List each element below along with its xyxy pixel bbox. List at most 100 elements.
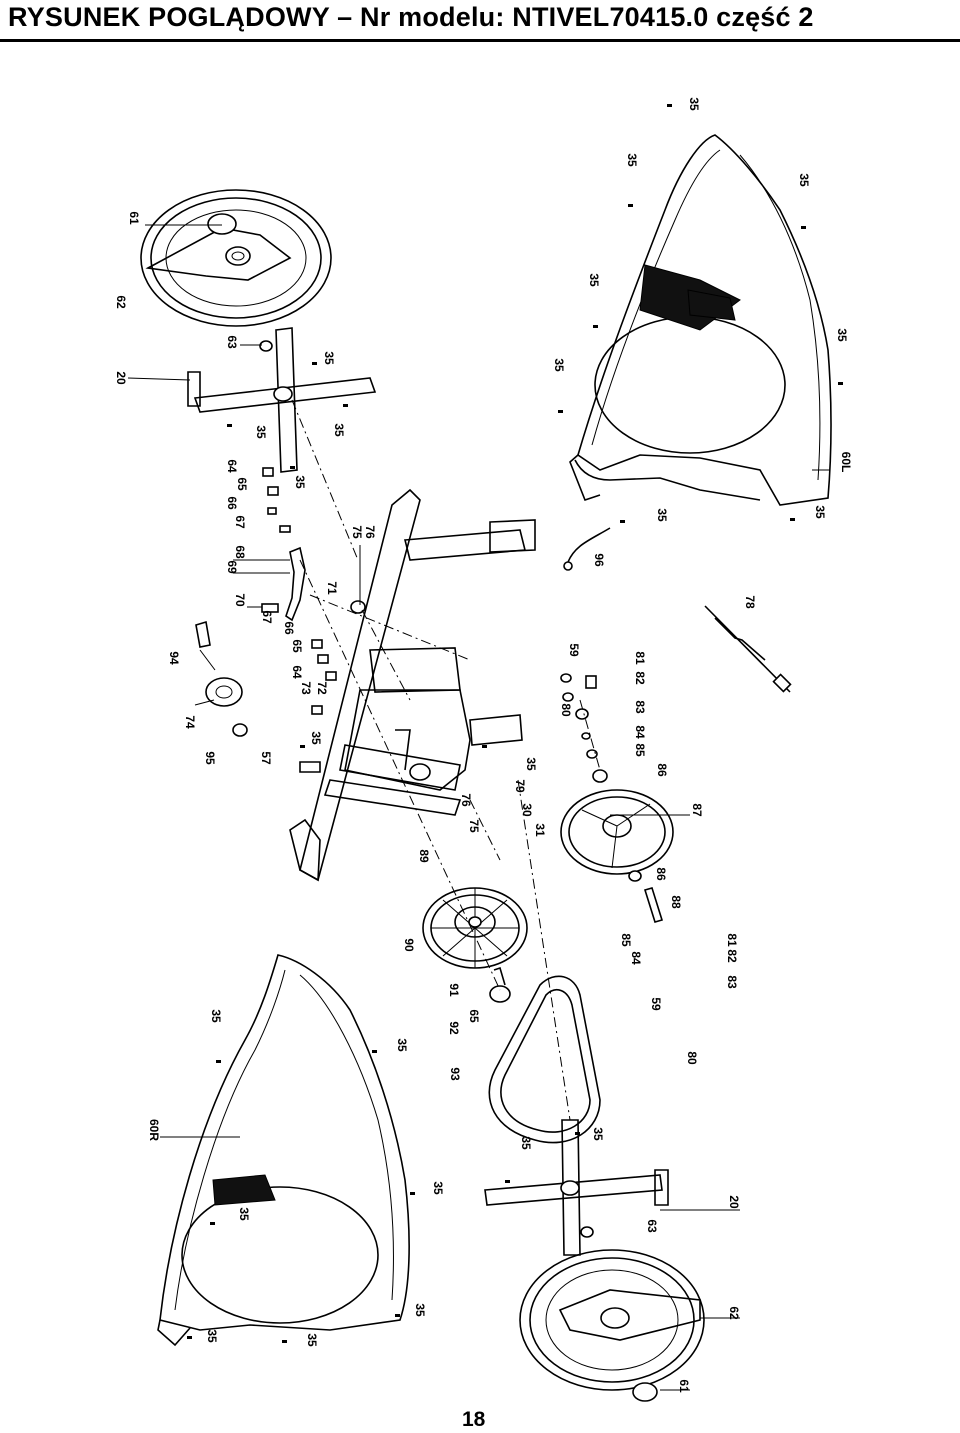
callout-35: 35	[309, 731, 323, 745]
callout-85: 85	[619, 933, 633, 947]
callout-35: 35	[293, 475, 307, 489]
callout-20: 20	[727, 1195, 741, 1209]
callout-84: 84	[629, 951, 643, 965]
callout-85: 85	[633, 743, 647, 757]
callout-35: 35	[552, 358, 566, 372]
callout-61: 61	[677, 1379, 691, 1393]
callout-35: 35	[205, 1329, 219, 1343]
chain-guard-disc-bottom	[519, 1249, 705, 1402]
page-number: 18	[462, 1408, 486, 1431]
callout-72: 72	[315, 681, 329, 695]
right-shroud-60R	[157, 954, 410, 1347]
callout-35: 35	[305, 1333, 319, 1347]
callout-96: 96	[592, 553, 606, 567]
callout-57: 57	[259, 751, 273, 765]
callout-90: 90	[402, 938, 416, 952]
callout-63: 63	[225, 335, 239, 349]
callout-35: 35	[322, 351, 336, 365]
callout-64: 64	[290, 665, 304, 679]
callout-82: 82	[725, 949, 739, 963]
callout-62: 62	[114, 295, 128, 309]
assembly-lines	[291, 399, 601, 1121]
callout-75: 75	[467, 819, 481, 833]
callout-67: 67	[260, 610, 274, 624]
callout-35: 35	[587, 273, 601, 287]
callout-87: 87	[690, 803, 704, 817]
callout-66: 66	[225, 496, 239, 510]
callout-84: 84	[633, 725, 647, 739]
callout-35: 35	[655, 508, 669, 522]
page-title: RYSUNEK POGLĄDOWY – Nr modelu: NTIVEL704…	[8, 2, 814, 32]
callout-69: 69	[225, 560, 239, 574]
left-shroud-60L	[569, 134, 832, 506]
callout-65: 65	[290, 639, 304, 653]
leader-lines	[127, 224, 830, 1391]
callout-35: 35	[237, 1207, 251, 1221]
callout-35: 35	[431, 1181, 445, 1195]
callout-71: 71	[325, 581, 339, 595]
callout-35: 35	[625, 153, 639, 167]
callout-35: 35	[413, 1303, 427, 1317]
callout-63: 63	[645, 1219, 659, 1233]
callout-60L: 60L	[839, 452, 853, 473]
flywheel-90	[422, 887, 528, 1003]
callout-73: 73	[299, 681, 313, 695]
callout-labels: 35 35 35 61 62 35 35 63 35 20 35 35 35 60L 64 65 35 66 35 3…	[114, 97, 853, 1393]
callout-59: 59	[567, 643, 581, 657]
callout-30: 30	[520, 803, 534, 817]
callout-35: 35	[254, 425, 268, 439]
callout-76: 76	[459, 793, 473, 807]
callout-78: 78	[743, 595, 757, 609]
callout-64: 64	[225, 459, 239, 473]
callout-86: 86	[654, 867, 668, 881]
callout-82: 82	[633, 671, 647, 685]
callout-93: 93	[448, 1067, 462, 1081]
callout-92: 92	[447, 1021, 461, 1035]
chain-guard-disc-top	[140, 189, 332, 327]
callout-35: 35	[519, 1136, 533, 1150]
callout-35: 35	[395, 1038, 409, 1052]
rear-stabilizer-bottom	[484, 1119, 669, 1256]
callout-35: 35	[813, 505, 827, 519]
callout-75: 75	[350, 525, 364, 539]
callout-61: 61	[127, 211, 141, 225]
callout-35: 35	[835, 328, 849, 342]
callout-31: 31	[533, 823, 547, 837]
seat-post-adjuster-parts	[195, 467, 366, 773]
main-frame	[289, 488, 536, 882]
callout-62: 62	[727, 1306, 741, 1320]
callout-91: 91	[447, 983, 461, 997]
callout-80: 80	[559, 703, 573, 717]
callout-65: 65	[467, 1009, 481, 1023]
callout-68: 68	[233, 545, 247, 559]
callout-59: 59	[649, 997, 663, 1011]
callout-80: 80	[685, 1051, 699, 1065]
callout-79: 79	[513, 779, 527, 793]
callout-35: 35	[209, 1009, 223, 1023]
pulley-wheel-87	[560, 769, 674, 923]
callout-83: 83	[633, 700, 647, 714]
callout-65: 65	[235, 477, 249, 491]
callout-20: 20	[114, 371, 128, 385]
callout-95: 95	[203, 751, 217, 765]
callout-70: 70	[233, 593, 247, 607]
callout-35: 35	[524, 757, 538, 771]
callout-60R: 60R	[147, 1119, 161, 1141]
drive-belt-93	[488, 975, 601, 1144]
callout-74: 74	[183, 715, 197, 729]
axle-hardware-upper	[560, 673, 598, 759]
callout-81: 81	[725, 933, 739, 947]
callout-83: 83	[725, 975, 739, 989]
screws	[187, 104, 843, 1343]
callout-66: 66	[282, 621, 296, 635]
title-rule	[0, 39, 960, 42]
callout-94: 94	[167, 651, 181, 665]
callout-86: 86	[655, 763, 669, 777]
callout-89: 89	[417, 849, 431, 863]
callout-88: 88	[669, 895, 683, 909]
callout-76: 76	[363, 525, 377, 539]
tension-cable-78	[563, 527, 792, 693]
callout-35: 35	[332, 423, 346, 437]
callout-81: 81	[633, 651, 647, 665]
